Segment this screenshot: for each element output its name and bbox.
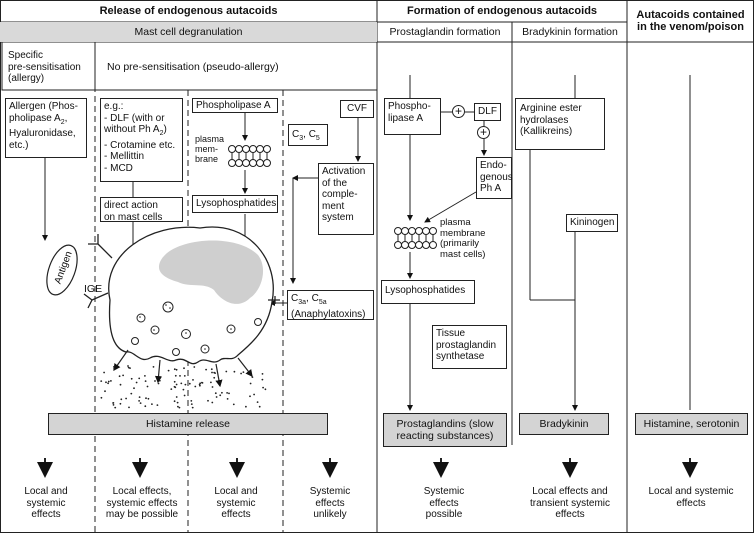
lysophosphatides-box: Lysophosphatides: [192, 195, 278, 213]
arginine-box: Arginine ester hydrolases (Kallikreins): [515, 98, 605, 150]
membrane-bilayer-left: [228, 145, 271, 167]
ige-receptors: [83, 234, 280, 309]
phospholipase-a-box: Phospholipase A: [192, 98, 278, 113]
cvf-box: CVF: [340, 100, 374, 118]
subheader-mast: Mast cell degranulation: [0, 22, 377, 42]
bradykinin-bar: Bradykinin: [519, 413, 609, 435]
activation-box: Activation of the comple- ment system: [318, 163, 374, 235]
prostaglandins-bar: Prostaglandins (slow reacting substances…: [383, 413, 507, 447]
direct-action-box: direct action on mast cells: [100, 197, 183, 223]
header-release: Release of endogenous autacoids: [99, 5, 278, 17]
dlf-box: DLF: [474, 103, 501, 121]
phospholipase-box: Phospho- lipase A: [384, 98, 441, 135]
header-formation: Formation of endogenous autacoids: [406, 5, 598, 17]
ige-label: IGE: [84, 283, 103, 295]
endogenous-pha-box: Endo- genous Ph A: [476, 157, 513, 199]
c3-c5-box: C3, C5: [288, 124, 328, 146]
effect-7: Local and systemic effects: [648, 486, 734, 509]
subheader-bradykinin: Bradykinin formation: [522, 26, 618, 38]
effect-5: Systemic effects possible: [423, 486, 465, 520]
specific-presensitisation: Specific pre-sensitisation (allergy): [8, 50, 81, 84]
kininogen-box: Kininogen: [566, 214, 618, 232]
anaphylatoxins-box: C3a, C5a(Anaphylatoxins): [287, 290, 374, 320]
histamine-release-bar: Histamine release: [48, 413, 328, 435]
nucleus: [158, 240, 264, 304]
effect-1: Local and systemic effects: [24, 486, 68, 520]
effect-6: Local effects and transient systemic eff…: [529, 486, 611, 520]
plus-icon: +: [452, 105, 465, 118]
histamine-particles: [100, 365, 267, 409]
antigen-ellipse: [46, 244, 78, 296]
allergen-box: Allergen (Phos- pholipase A2, Hyaluronid…: [5, 98, 87, 158]
histamine-serotonin-bar: Histamine, serotonin: [635, 413, 748, 435]
examples-box: e.g.: - DLF (with or without Ph A2) - Cr…: [100, 98, 183, 182]
plus-icon: +: [477, 126, 490, 139]
effect-2: Local effects, systemic effects may be p…: [105, 486, 179, 520]
membrane-bilayer-right: [394, 227, 437, 249]
effect-3: Local and systemic effects: [214, 486, 258, 520]
plasma-membrane-label: plasma mem- brane: [195, 134, 225, 164]
plasma-membrane-right-label: plasma membrane (primarily mast cells): [440, 217, 486, 260]
no-presensitisation: No pre-sensitisation (pseudo-allergy): [107, 61, 279, 73]
lysophosphatides-right-box: Lysophosphatides: [381, 280, 475, 304]
header-contained: Autacoids contained in the venom/poison: [636, 9, 745, 33]
effect-4: Systemic effects unlikely: [309, 486, 351, 520]
subheader-prostaglandin: Prostaglandin formation: [389, 26, 501, 38]
granules: [131, 301, 262, 356]
tissue-synthetase-box: Tissue prostaglandin synthetase: [432, 325, 507, 369]
granule-dots: [139, 304, 232, 350]
